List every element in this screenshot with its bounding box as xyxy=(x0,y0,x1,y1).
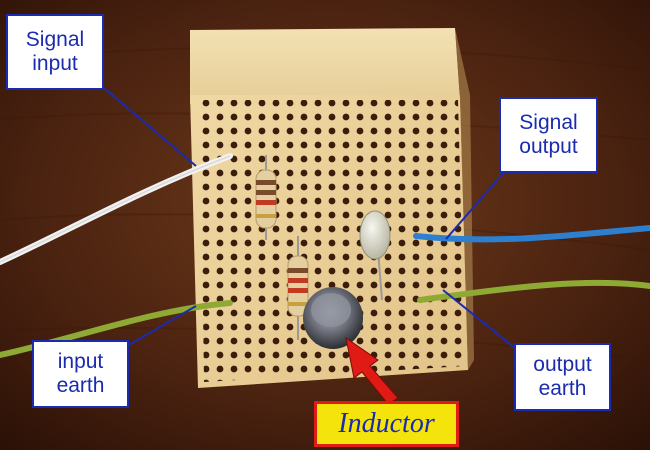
signal-input-label-line-2: input xyxy=(32,52,78,75)
output-earth-label-line-2: earth xyxy=(538,377,587,400)
input-earth-label-line-1: input xyxy=(57,350,104,373)
inductor-label: Inductor xyxy=(314,401,459,447)
output-earth-label-line-1: output xyxy=(533,353,592,376)
signal-input-label-line-1: Signal xyxy=(25,28,85,51)
signal-input-label: Signal input xyxy=(6,14,104,90)
signal-output-label-line-1: Signal xyxy=(519,111,578,134)
signal-output-label: Signal output xyxy=(499,97,598,173)
output-earth-label: output earth xyxy=(514,343,611,411)
signal-output-label-line-2: output xyxy=(519,135,578,158)
input-earth-label: input earth xyxy=(32,340,129,408)
input-earth-label-line-2: earth xyxy=(56,374,105,397)
